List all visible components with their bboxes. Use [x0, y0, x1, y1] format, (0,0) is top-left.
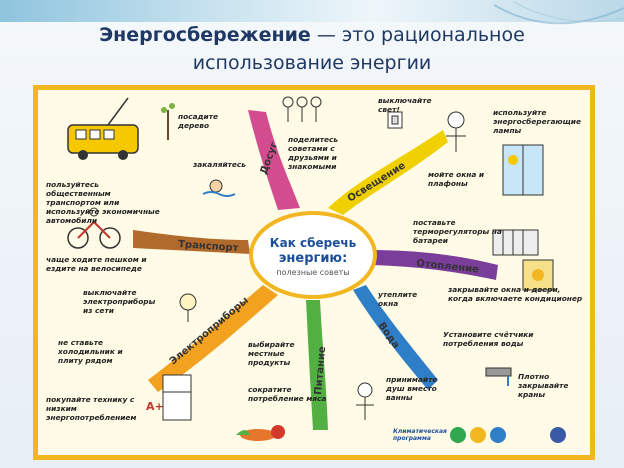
swimmer-icon — [202, 179, 236, 197]
tip-krany: Плотно закрывайте краны — [518, 372, 569, 399]
branch-pitanie — [306, 300, 328, 430]
tip-tehnika: покупайте технику с низким энергопотребл… — [46, 395, 137, 422]
center-subtitle: полезные советы — [276, 268, 349, 277]
partner-logos — [450, 427, 566, 443]
tip-uteplite-okna: утеплите окна — [378, 290, 418, 308]
mind-map-drawing: Досуг Освещение Транспорт Отопление Элек… — [67, 96, 566, 443]
window-icon — [502, 144, 544, 196]
energy-class-label: A+ — [146, 400, 164, 413]
tip-peshkom: чаще ходите пешком и ездите на велосипед… — [46, 255, 147, 273]
tip-vyklyuchayte-pribory: выключайте электроприборы из сети — [83, 288, 156, 315]
tip-vyklyuchayte-svet: выключайте свет! — [378, 96, 432, 114]
tip-obschestvenny-transport: пользуйтесь общественным транспортом или… — [46, 180, 160, 225]
trolleybus-icon — [67, 97, 139, 160]
tip-zakryvayte-okna: закрывайте окна и двери, когда включаете… — [448, 285, 583, 303]
fridge-icon — [162, 374, 192, 421]
plug-icon — [179, 293, 197, 322]
branch-elektropribory — [148, 285, 278, 392]
radiator-icon — [492, 229, 539, 256]
tip-moyte-okna: мойте окна и плафоны — [428, 170, 485, 188]
lightbulb-person-icon — [446, 111, 466, 152]
tip-zakalyaytes: закаляйтесь — [193, 160, 246, 169]
branch-dosug — [248, 110, 300, 210]
center-oval — [249, 211, 377, 299]
branch-otoplenie — [368, 250, 498, 280]
slide-subtitle: использование энергии — [192, 52, 432, 74]
people-icon — [282, 96, 322, 122]
mind-map-poster: Досуг Освещение Транспорт Отопление Элек… — [33, 85, 595, 460]
bicycle-icon — [67, 207, 121, 249]
faucet-icon — [485, 367, 512, 386]
corner-swirl-decoration — [493, 1, 624, 25]
branch-osveschenie — [328, 130, 448, 215]
tip-posadite-derevo: посадите дерево — [178, 112, 218, 130]
window-sun-icon — [522, 259, 554, 291]
branch-transport — [133, 230, 250, 254]
shower-person-icon — [356, 382, 374, 420]
tip-termoregulyatory: поставьте терморегуляторы на батареи — [413, 218, 502, 245]
slide-title: Энергосбережение — это рациональное — [99, 24, 525, 46]
tip-dush: принимайте душ вместо ванны — [386, 375, 438, 402]
vegetables-icon — [236, 425, 285, 441]
branch-label-elektropribory: Электроприборы — [167, 294, 251, 367]
branch-label-pitanie: Питание — [313, 346, 328, 396]
slide-top-band — [0, 0, 624, 22]
tip-schetchiki: Установите счётчики потребления воды — [443, 330, 534, 348]
branch-voda — [353, 285, 438, 390]
tree-icon — [161, 103, 175, 140]
center-title-line2: энергию: — [279, 251, 348, 266]
light-switch-icon — [387, 111, 403, 129]
logo-klimaticheskaya-programma: Климатическая программа — [393, 428, 447, 442]
center-title-line1: Как сберечь — [270, 236, 357, 250]
tip-myaso: сократите потребление мяса — [248, 385, 327, 403]
tip-holodilnik: не ставьте холодильник и плиту рядом — [58, 338, 123, 365]
tip-podelites: поделитесь советами с друзьями и знакомы… — [288, 135, 339, 171]
tip-energosberegayuschie-lampy: используйте энергосберегающие лампы — [493, 108, 581, 135]
branch-label-transport: Транспорт — [178, 239, 239, 254]
tip-mestnye-produkty: выбирайте местные продукты — [248, 340, 295, 367]
